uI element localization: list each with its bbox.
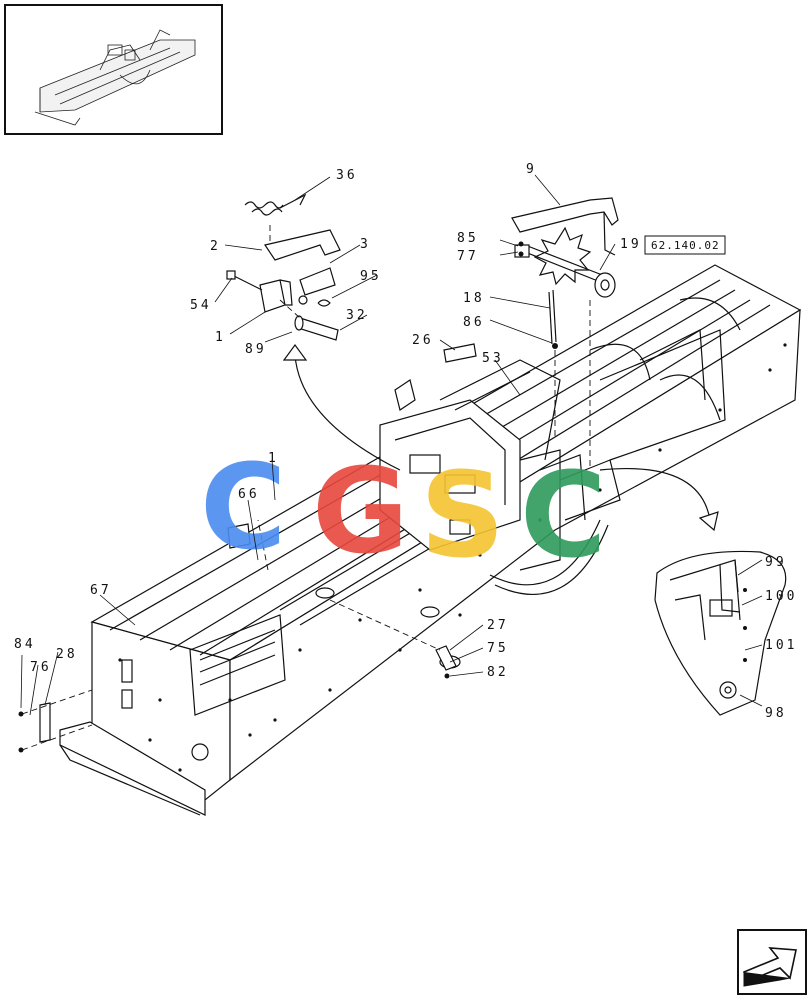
overview-thumbnail[interactable] <box>4 4 223 135</box>
callout-2: 2 <box>210 239 221 254</box>
callout-27: 27 <box>487 618 509 633</box>
callout-67: 67 <box>90 583 112 598</box>
up-arrow-head-icon <box>282 343 308 361</box>
callout-19: 19 <box>620 237 642 252</box>
callout-54: 54 <box>190 298 212 313</box>
callout-1: 1 <box>268 451 279 466</box>
callout-77: 77 <box>457 249 479 264</box>
inset-pointer-arrow <box>599 467 711 521</box>
callout-86: 86 <box>463 315 485 330</box>
callout-53: 53 <box>482 351 504 366</box>
inset-detail-98-101 <box>654 550 787 716</box>
detail-spring-group <box>226 193 341 341</box>
callout-28: 28 <box>56 647 78 662</box>
callout-76: 76 <box>30 660 52 675</box>
callout-89: 89 <box>245 342 267 357</box>
callout-9: 9 <box>526 162 537 177</box>
callout-66: 66 <box>238 487 260 502</box>
callout-26: 26 <box>412 333 434 348</box>
detail-pointer-arrow <box>294 354 401 471</box>
callout-85: 85 <box>457 231 479 246</box>
callout-101: 101 <box>765 638 797 653</box>
callout-36: 36 <box>336 168 358 183</box>
watermark-letter: G <box>312 442 409 580</box>
callout-95: 95 <box>360 269 382 284</box>
callout-3: 3 <box>360 237 371 252</box>
callout-98: 98 <box>765 706 787 721</box>
central-mechanism <box>379 359 586 571</box>
down-arrow-head-icon <box>698 511 719 532</box>
callout-84: 84 <box>14 637 36 652</box>
callout-labels: 36 2 3 95 54 32 1 89 9 85 77 19 18 86 26… <box>14 162 797 721</box>
callout-100: 100 <box>765 589 797 604</box>
callout-75: 75 <box>487 641 509 656</box>
callout-1-detail: 1 <box>215 330 226 345</box>
reference-box[interactable]: 62.140.02 <box>644 235 726 255</box>
watermark-letter: C <box>520 446 607 584</box>
watermark-logo: C G S C <box>200 438 607 584</box>
callout-99: 99 <box>765 555 787 570</box>
callout-18: 18 <box>463 291 485 306</box>
leader-lines <box>20 174 763 716</box>
watermark-letter: S <box>420 446 505 584</box>
next-page-arrow-icon[interactable] <box>737 929 807 995</box>
callout-32: 32 <box>346 308 368 323</box>
detail-sprocket-group <box>511 197 619 470</box>
reference-box-text: 62.140.02 <box>651 239 720 252</box>
callout-82: 82 <box>487 665 509 680</box>
loose-parts <box>18 343 477 753</box>
